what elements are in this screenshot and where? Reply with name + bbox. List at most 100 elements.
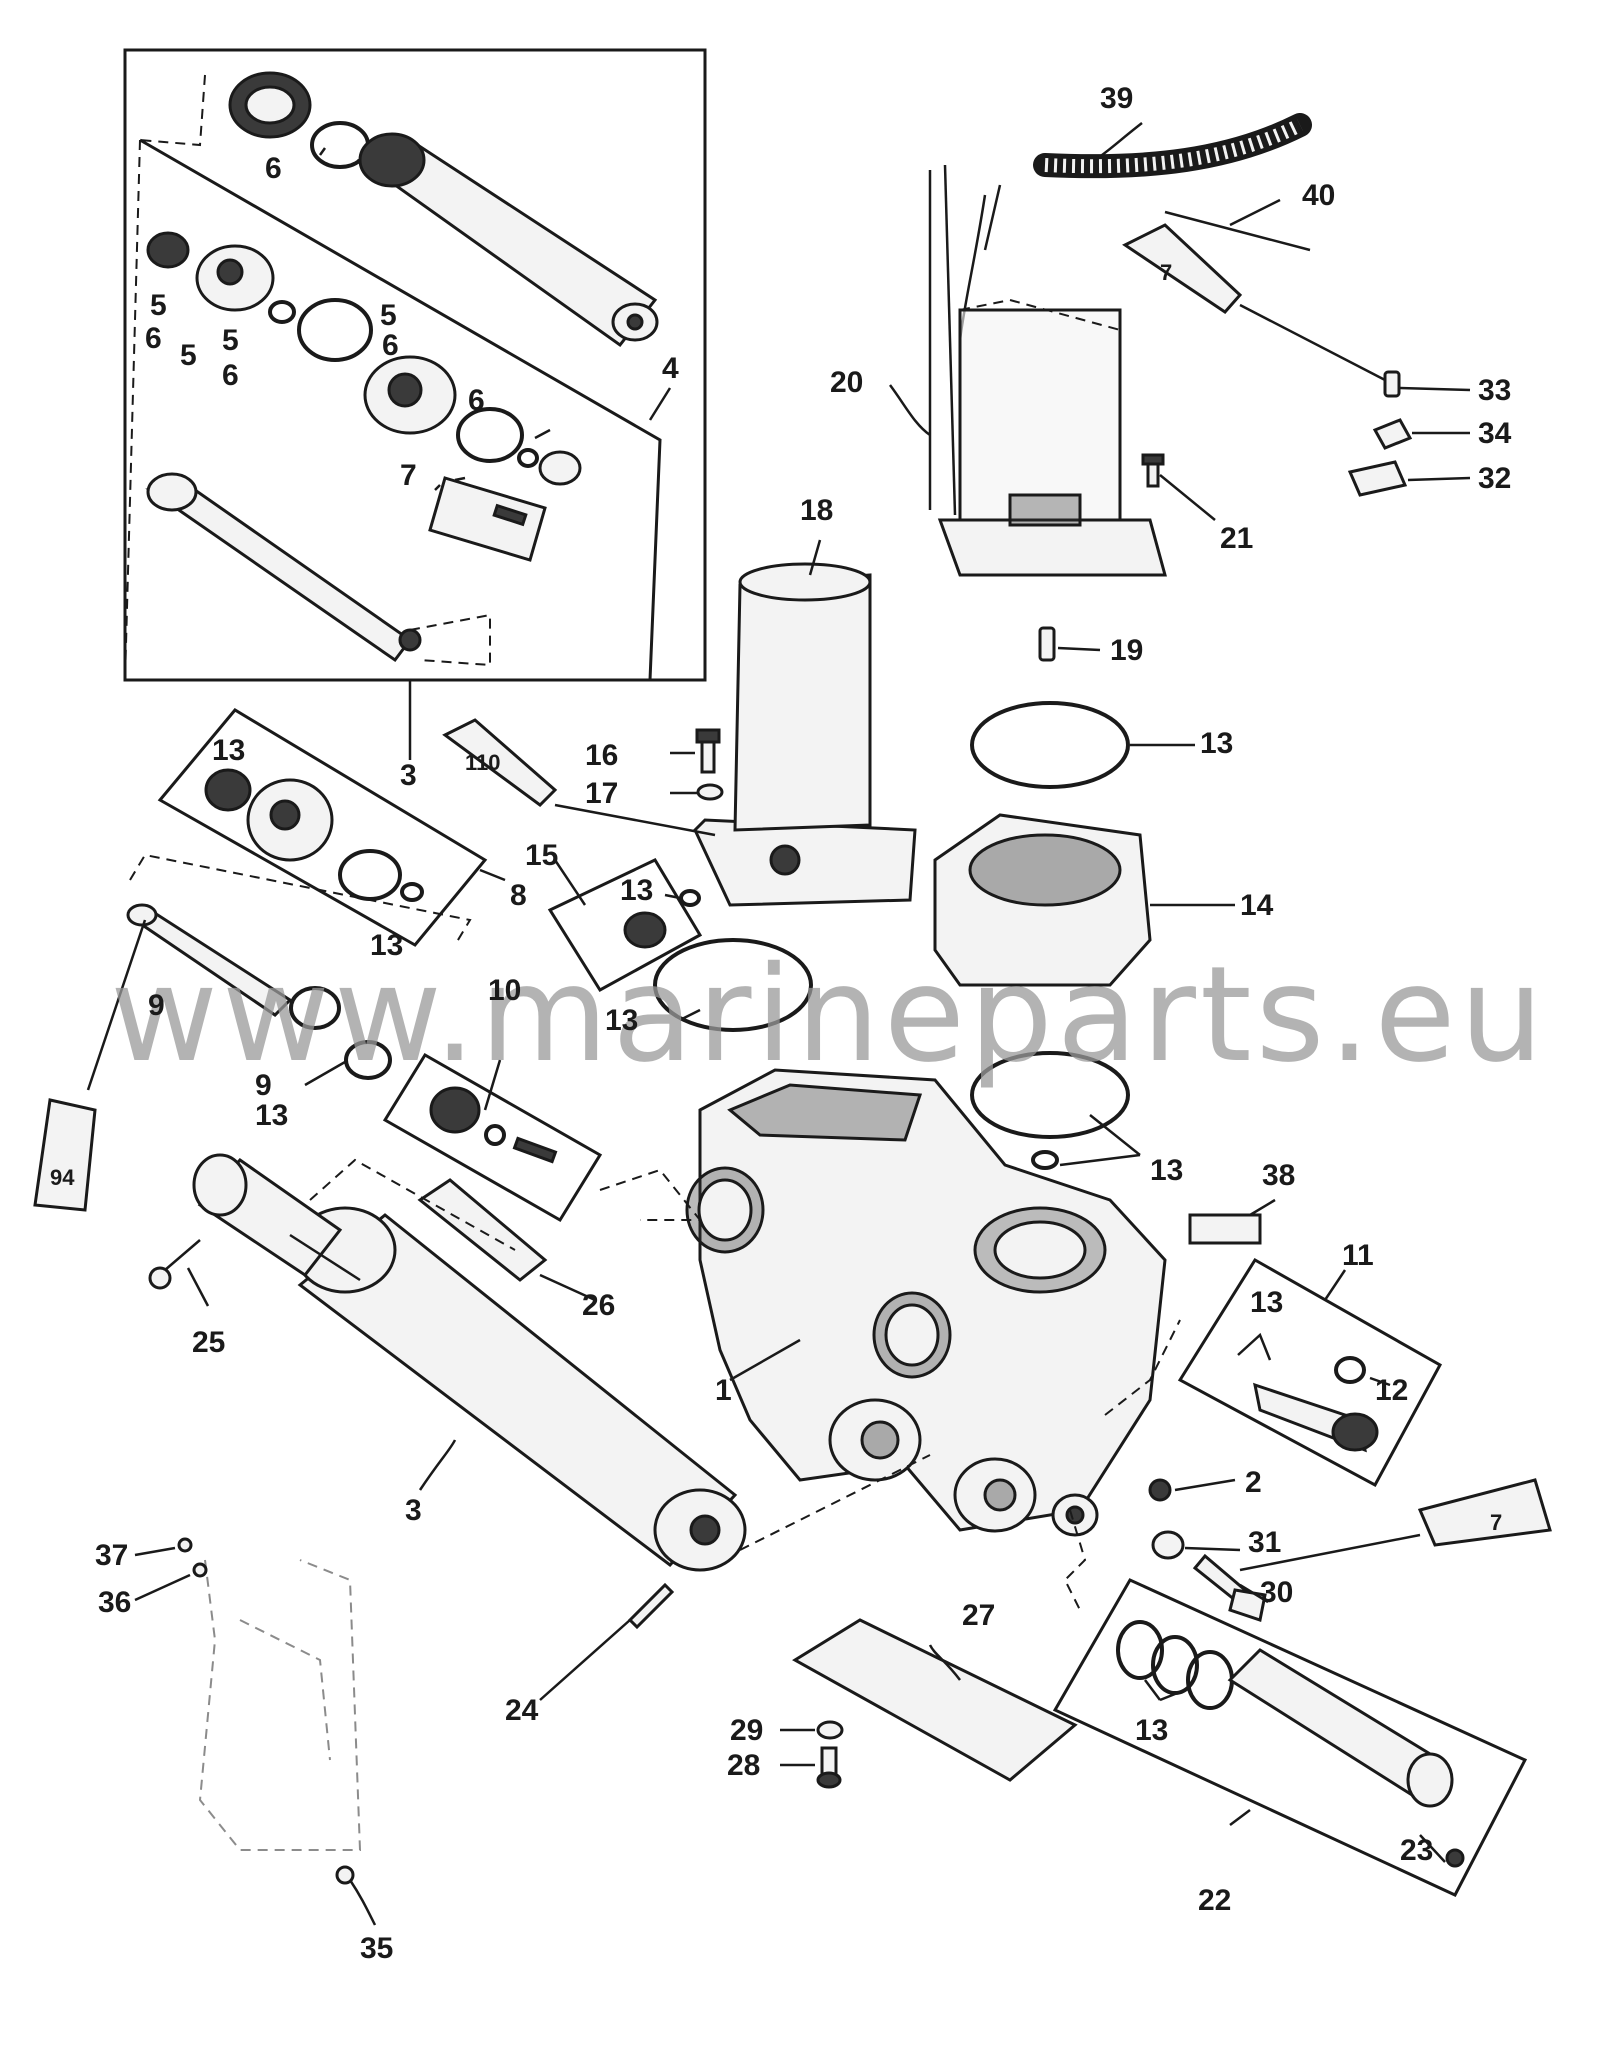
- relief-valve-kit-box: [1177, 1257, 1443, 1488]
- callout-label: 6: [145, 322, 162, 355]
- end-cap-part: [228, 71, 312, 139]
- callout-label: 16: [585, 739, 618, 772]
- callout-label: 6: [382, 329, 399, 362]
- o-ring-part: [344, 1040, 392, 1080]
- cylinder-tube-part: [356, 132, 659, 348]
- callout-label: 11: [1342, 1239, 1374, 1272]
- callout-label: 5: [150, 289, 167, 322]
- trim-cylinder-part: [192, 1153, 747, 1572]
- callout-label: 36: [98, 1586, 131, 1619]
- o-ring-part: [289, 986, 341, 1030]
- bolt-part: [148, 1239, 201, 1290]
- callout-label: 13: [1135, 1714, 1168, 1747]
- callout-label: 18: [800, 494, 833, 527]
- piston-rod-part: [126, 903, 293, 1017]
- sleeve-part: [417, 1178, 548, 1282]
- manifold-body-part: [685, 1068, 1167, 1537]
- pin-part: [627, 1582, 675, 1630]
- grease-tube-part: 94: [33, 1098, 97, 1212]
- reservoir-part: [693, 562, 917, 907]
- callout-label: 6: [265, 152, 282, 185]
- lube-tube-part: 7: [1122, 223, 1243, 314]
- shim-part: [1188, 1213, 1262, 1245]
- o-ring-part: [653, 938, 813, 1032]
- callout-label: 21: [1220, 522, 1253, 555]
- callout-label: 31: [1248, 1526, 1281, 1559]
- callout-label: 9: [148, 989, 165, 1022]
- ball-part: [1148, 1478, 1172, 1502]
- callout-label: 5: [380, 299, 397, 332]
- o-ring-small-part: [1031, 1150, 1059, 1170]
- callout-label: 22: [1198, 1884, 1231, 1917]
- screw-part: [192, 1562, 208, 1578]
- callout-label: 10: [488, 974, 521, 1007]
- nut-part: [1151, 1530, 1185, 1560]
- screw-part: [1383, 370, 1401, 398]
- callout-label: 6: [222, 359, 239, 392]
- watermark-text: www.marineparts.eu: [110, 938, 1547, 1092]
- callout-label: 29: [730, 1714, 763, 1747]
- callout-label: 30: [1260, 1576, 1293, 1609]
- o-ring-part: [297, 298, 373, 362]
- callout-label: 15: [525, 839, 558, 872]
- screw-part: [335, 1865, 355, 1885]
- tube-label: 7: [1490, 1510, 1502, 1535]
- callout-label: 26: [582, 1289, 615, 1322]
- tube-label: 110: [465, 750, 501, 775]
- callout-label: 38: [1262, 1159, 1295, 1192]
- valve-kit-box: [547, 858, 703, 992]
- tube-label: 94: [50, 1165, 75, 1190]
- plate-part: [792, 1618, 1078, 1782]
- washer-part: [816, 1720, 844, 1740]
- bolt-part: [1192, 1553, 1267, 1622]
- washer-part: [696, 783, 724, 801]
- callout-label: 12: [1375, 1374, 1408, 1407]
- callout-label: 8: [510, 879, 527, 912]
- pin-part: [1038, 626, 1056, 662]
- piston-rod-part: [145, 472, 422, 663]
- pump-part: [933, 813, 1152, 987]
- check-valve-kit-box: [382, 1052, 603, 1223]
- callout-label: 7: [400, 459, 417, 492]
- piston-part: [363, 355, 457, 435]
- callout-label: 17: [585, 777, 618, 810]
- screw-part: [177, 1537, 193, 1553]
- sealant-tube-part: 110: [442, 718, 558, 807]
- callout-label: 2: [1245, 1466, 1262, 1499]
- callout-label: 24: [505, 1694, 539, 1727]
- o-ring-part: [517, 448, 539, 468]
- callout-label: 3: [400, 759, 417, 792]
- callout-label: 4: [662, 352, 679, 385]
- callout-label: 5: [222, 324, 239, 357]
- callout-label: 20: [830, 366, 863, 399]
- screw-part: [695, 728, 721, 774]
- callout-label: 35: [360, 1932, 393, 1965]
- callout-label: 13: [1200, 727, 1233, 760]
- callout-label: 13: [1150, 1154, 1183, 1187]
- callout-labels: 1 2 3 3 4 5 5 5 5 6 6 6 6 6 7 8 9 9 10 1…: [95, 82, 1512, 1965]
- o-ring-part: [970, 701, 1130, 789]
- callout-label: 40: [1302, 179, 1335, 212]
- callout-label: 13: [605, 1004, 638, 1037]
- callout-label: 14: [1240, 889, 1274, 922]
- callout-label: 33: [1478, 374, 1511, 407]
- leader-lines: [134, 122, 1471, 1926]
- washer-part: [538, 450, 582, 486]
- motor-part: [928, 164, 1167, 577]
- o-ring-part: [456, 407, 524, 463]
- callout-label: 9: [255, 1069, 272, 1102]
- wire-part: [1164, 210, 1311, 252]
- spiral-hose-part: [1033, 113, 1312, 179]
- screw-part: [1141, 453, 1165, 488]
- o-ring-part: [970, 1051, 1130, 1139]
- callout-label: 1: [715, 1374, 732, 1407]
- callout-label: 28: [727, 1749, 760, 1782]
- callout-label: 23: [1400, 1834, 1433, 1867]
- callout-label: 39: [1100, 82, 1133, 115]
- valve-kit-part: [428, 476, 547, 562]
- callout-label: 25: [192, 1326, 225, 1359]
- bracket-part: [198, 1559, 362, 1851]
- seal-part: [146, 231, 190, 269]
- callout-label: 19: [1110, 634, 1143, 667]
